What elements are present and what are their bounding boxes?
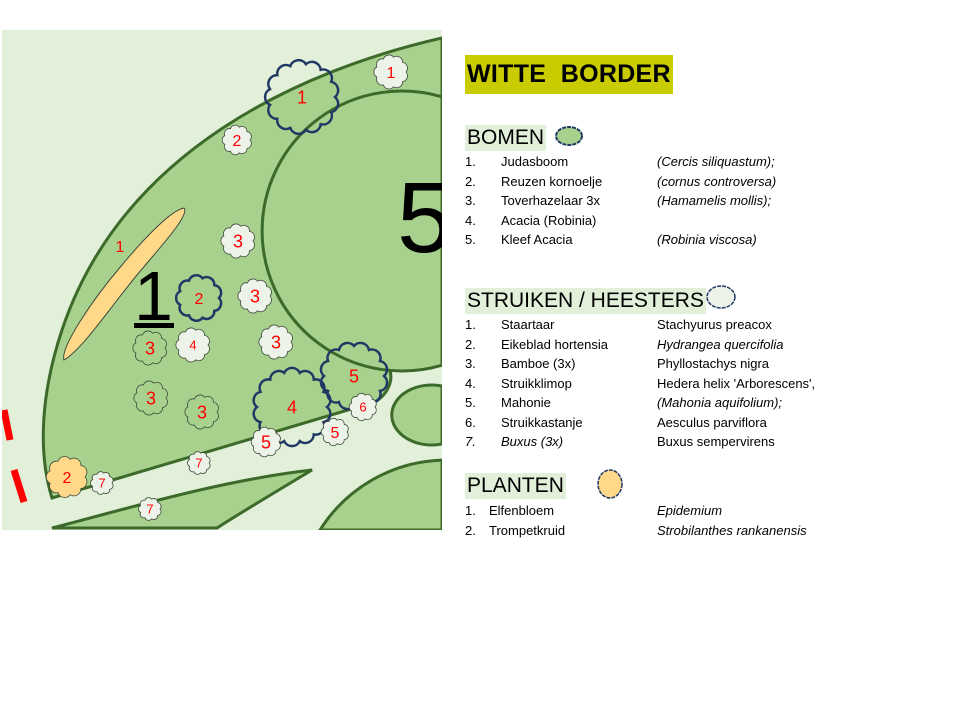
item-num: 5. xyxy=(465,395,476,410)
green-marker-icon xyxy=(133,380,168,416)
item-name: Judasboom xyxy=(501,154,569,169)
item-num: 6. xyxy=(465,414,476,430)
heading-struiken: STRUIKEN / HEESTERS xyxy=(465,288,706,314)
item-name: Acacia (Robinia) xyxy=(501,212,597,228)
marker-label: 3 xyxy=(233,231,243,251)
item-latin: (Cercis siliquastum); xyxy=(657,154,775,169)
tree-marker-icon xyxy=(252,366,332,448)
item-name: Struikkastanje xyxy=(501,414,583,430)
item-latin: (Robinia viscosa) xyxy=(657,232,757,247)
marker-label: 7 xyxy=(146,502,153,517)
item-name: Staartaar xyxy=(501,317,555,332)
item-latin: Hydrangea quercifolia xyxy=(657,336,784,352)
item-name: Eikeblad hortensia xyxy=(501,336,608,352)
marker-label: 1 xyxy=(116,239,125,256)
item-num: 1. xyxy=(465,317,476,332)
marker-label: 3 xyxy=(197,402,207,422)
page-title: WITTE BORDER xyxy=(465,55,673,94)
item-num: 3. xyxy=(465,356,476,371)
item-num: 2. xyxy=(465,336,476,352)
item-latin: Hedera helix 'Arborescens', xyxy=(657,375,816,391)
heading-planten: PLANTEN xyxy=(465,473,566,499)
marker-label: 3 xyxy=(146,388,156,408)
marker-label: 3 xyxy=(271,332,281,352)
green-marker-icon xyxy=(132,330,167,366)
item-num: 4. xyxy=(465,212,476,228)
shrub-marker-icon xyxy=(237,278,272,314)
shrub-marker-icon xyxy=(90,471,114,495)
shrub-marker-icon xyxy=(373,54,408,90)
marker-label: 6 xyxy=(359,400,366,415)
item-name: Bamboe (3x) xyxy=(501,356,576,371)
bed-small-right xyxy=(390,383,442,447)
item-name: Elfenbloem xyxy=(489,503,555,518)
marker-label: 2 xyxy=(233,133,242,150)
heading-bomen: BOMEN xyxy=(465,125,547,151)
marker-label: 3 xyxy=(145,338,155,358)
item-name: Struikklimop xyxy=(501,375,572,391)
marker-label: 1 xyxy=(387,65,396,82)
item-num: 4. xyxy=(465,375,476,391)
shrub-marker-icon xyxy=(221,124,252,156)
item-num: 3. xyxy=(465,193,476,208)
item-latin: Phyllostachys nigra xyxy=(657,356,769,371)
tree-marker-icon xyxy=(263,58,340,136)
shrub-marker-icon xyxy=(250,426,281,458)
item-num: 2. xyxy=(465,173,476,189)
bed-lower-circle xyxy=(318,458,442,530)
shrub-marker-icon xyxy=(220,223,255,259)
bed-label-5: 5 xyxy=(397,162,442,274)
item-latin: (Hamamelis mollis); xyxy=(657,193,772,208)
item-latin: Stachyurus preacox xyxy=(657,317,772,332)
item-num: 5. xyxy=(465,232,476,247)
item-num: 1. xyxy=(465,503,476,518)
item-num: 2. xyxy=(465,522,476,538)
item-name: Reuzen kornoelje xyxy=(501,173,603,189)
marker-label: 5 xyxy=(261,432,271,452)
item-latin: Aesculus parviflora xyxy=(657,414,767,430)
item-num: 1. xyxy=(465,154,476,169)
shrub-marker-icon xyxy=(348,393,377,421)
shrub-marker-icon xyxy=(175,327,210,363)
shrub-marker-icon xyxy=(138,497,162,521)
item-name: Kleef Acacia xyxy=(501,232,573,247)
marker-label: 7 xyxy=(98,476,105,491)
shrub-marker-icon xyxy=(258,324,293,360)
item-num: 7. xyxy=(465,434,476,449)
marker-label: 4 xyxy=(189,338,196,353)
path-marker-red xyxy=(2,409,28,504)
marker-label: 2 xyxy=(63,470,72,487)
tree-legend-icon xyxy=(555,126,583,146)
bed-lower-wedge xyxy=(51,468,313,530)
marker-label: 3 xyxy=(250,286,260,306)
item-latin: Strobilanthes rankanensis xyxy=(657,522,807,538)
item-name: Trompetkruid xyxy=(489,522,566,538)
item-latin: Buxus sempervirens xyxy=(657,434,775,449)
item-latin: Epidemium xyxy=(657,503,723,518)
shrub-legend-icon xyxy=(706,285,736,309)
marker-label: 4 xyxy=(287,397,297,417)
marker-label: 1 xyxy=(297,87,307,107)
marker-label: 7 xyxy=(195,456,202,471)
plant-hedge-shape xyxy=(63,207,186,361)
marker-label: 5 xyxy=(349,366,359,386)
item-name: Toverhazelaar 3x xyxy=(501,193,600,208)
shrub-marker-icon xyxy=(320,418,349,446)
item-latin: (cornus controversa) xyxy=(657,173,777,189)
tree-marker-icon xyxy=(174,274,223,322)
green-marker-icon xyxy=(184,394,219,430)
shrub-marker-icon xyxy=(187,451,211,475)
item-name: Buxus (3x) xyxy=(501,434,564,449)
bed-5-circle xyxy=(260,89,442,373)
bed-label-1-underline xyxy=(134,323,174,328)
plant-marker-icon xyxy=(45,456,88,498)
item-latin: (Mahonia aquifolium); xyxy=(657,395,783,410)
plant-legend-icon xyxy=(597,469,623,499)
item-name: Mahonie xyxy=(501,395,551,410)
marker-label: 2 xyxy=(195,291,204,308)
marker-label: 5 xyxy=(331,425,340,442)
